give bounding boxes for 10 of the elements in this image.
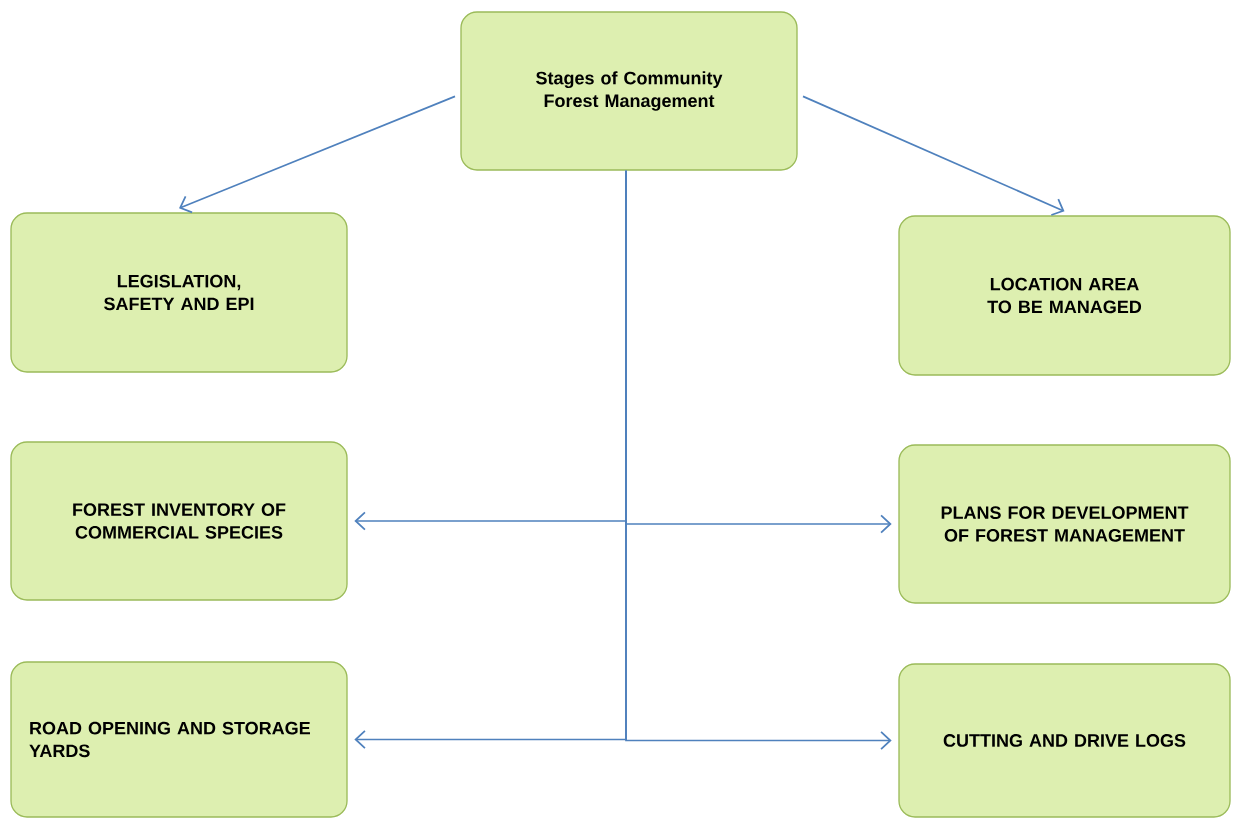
process-box: FOREST INVENTORY OF COMMERCIAL SPECIES (10, 441, 348, 601)
process-box: ROAD OPENING AND STORAGE YARDS (10, 661, 348, 818)
process-box: Stages of Community Forest Management (460, 11, 798, 171)
process-box: PLANS FOR DEVELOPMENT OF FOREST MANAGEMENT (898, 444, 1231, 604)
arrow (802, 95, 1065, 216)
arrow (179, 95, 456, 214)
process-box: LEGISLATION, SAFETY AND EPI (10, 212, 348, 373)
process-box: CUTTING AND DRIVE LOGS (898, 663, 1231, 818)
arrow (625, 169, 892, 751)
process-box: LOCATION AREA TO BE MANAGED (898, 215, 1231, 376)
